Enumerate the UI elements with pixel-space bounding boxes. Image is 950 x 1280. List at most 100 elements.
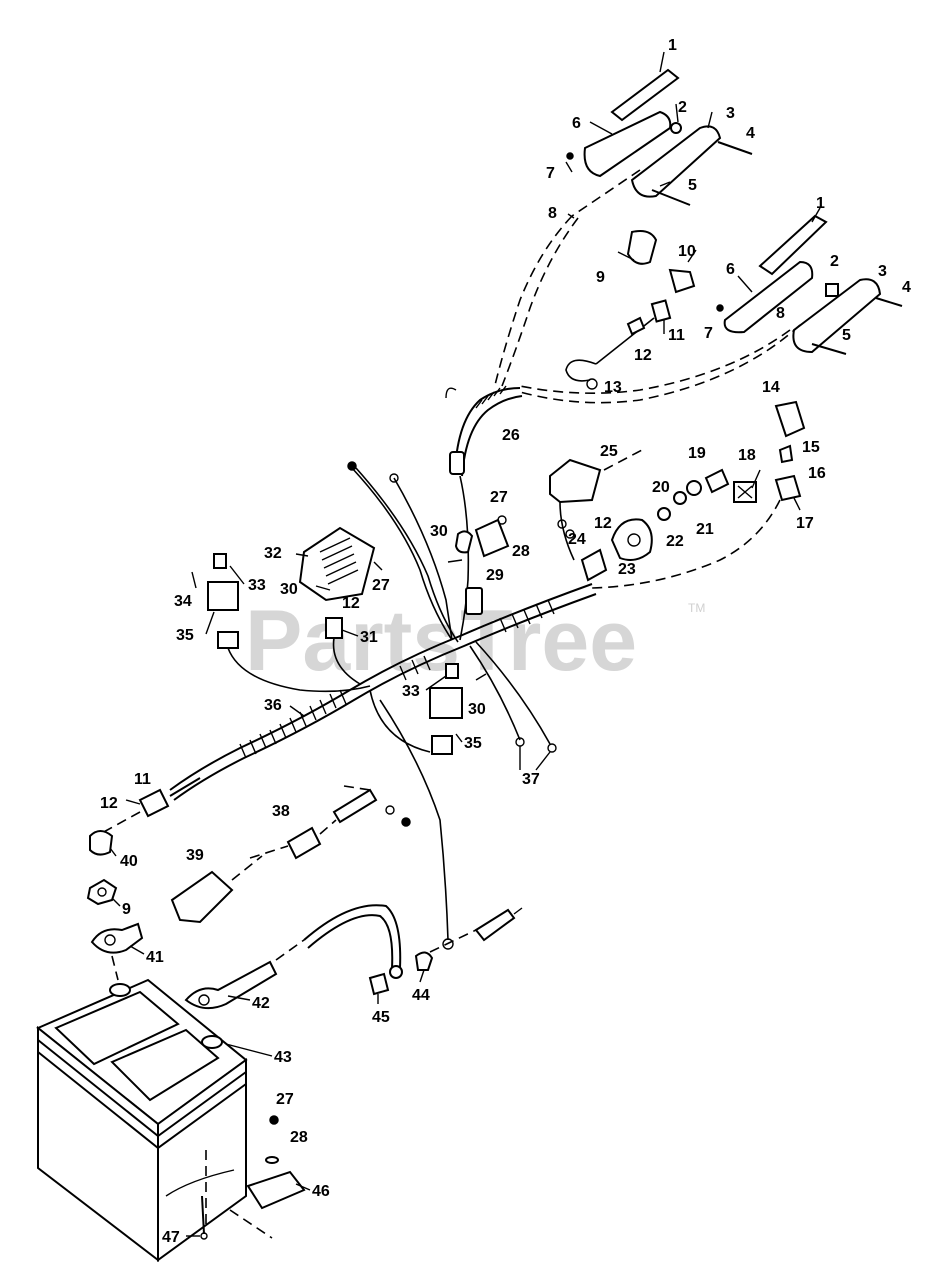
part-33-lower: [445, 663, 459, 679]
part-47-bolt: [201, 1195, 205, 1235]
callout-15: 15: [802, 439, 820, 456]
part-28-lower: [265, 1156, 279, 1164]
handlebar-assembly-upper: [566, 51, 753, 217]
watermark-text: PartsTree: [245, 593, 637, 689]
callout-26: 26: [502, 427, 520, 444]
callout-43: 43: [274, 1049, 292, 1066]
callout-28: 28: [512, 543, 530, 560]
part-24-plug: [580, 548, 608, 582]
callout-27: 27: [490, 489, 508, 506]
part-5-right: [811, 343, 847, 355]
callout-18: 18: [738, 447, 756, 464]
battery-terminal-neg: [201, 1035, 223, 1049]
callout-12: 12: [594, 515, 612, 532]
handlebar-assembly-right: [716, 207, 903, 355]
callout-5: 5: [688, 177, 697, 194]
battery-43: [36, 978, 248, 1263]
callout-31: 31: [360, 629, 378, 646]
callout-17: 17: [796, 515, 814, 532]
callout-2: 2: [830, 253, 839, 270]
part-11-12-lower: [138, 788, 170, 818]
part-35-relay-lower: [429, 687, 463, 719]
callout-32: 32: [264, 545, 282, 562]
callout-11: 11: [668, 327, 685, 344]
callout-40: 40: [120, 853, 138, 870]
harness-upper-trunk: [454, 387, 521, 471]
callout-27: 27: [276, 1091, 294, 1108]
leader-lines: [109, 161, 801, 1237]
part-25: [549, 458, 602, 504]
callout-2: 2: [678, 99, 687, 116]
callout-8: 8: [776, 305, 785, 322]
watermark-trademark: TM: [688, 601, 705, 615]
callout-21: 21: [696, 521, 714, 538]
callout-labels: 1 2 3 4 5 6 7 8 1 2 3 4 5 6 7 8 9 10 11 …: [100, 37, 911, 1246]
callout-30: 30: [280, 581, 298, 598]
callout-6: 6: [572, 115, 581, 132]
callout-41: 41: [146, 949, 164, 966]
part-19: [704, 468, 730, 494]
callout-1: 1: [668, 37, 677, 54]
part-40-switch: [89, 830, 114, 856]
part-14: [774, 400, 806, 438]
callout-22: 22: [666, 533, 684, 550]
part-26-sleeve: [449, 451, 465, 475]
callout-19: 19: [688, 445, 706, 462]
part-46-holddown: [246, 1170, 306, 1210]
callout-7: 7: [704, 325, 713, 342]
callout-23: 23: [618, 561, 636, 578]
part-34: [191, 571, 197, 589]
callout-12: 12: [100, 795, 118, 812]
part-7-upper: [566, 152, 574, 160]
part-30-upper: [447, 559, 463, 563]
part-12-terminal: [626, 316, 646, 336]
part-11-connector: [650, 299, 672, 323]
part-32-regulator: [298, 526, 383, 602]
callout-8: 8: [548, 205, 557, 222]
callout-47: 47: [162, 1229, 180, 1246]
callout-44: 44: [412, 987, 430, 1004]
callout-3: 3: [878, 263, 887, 280]
part-4-upper: [717, 141, 753, 155]
part-41-clamp: [90, 922, 144, 954]
part-29-bracket: [474, 518, 510, 558]
part-20: [686, 480, 702, 496]
part-30-mid: [315, 585, 331, 591]
switch-assembly-10: [617, 230, 696, 294]
part-38-fuse-holder: [249, 785, 411, 860]
part-36-main-harness: [169, 583, 593, 791]
callout-33: 33: [248, 577, 266, 594]
callout-1: 1: [816, 195, 825, 212]
part-35-relay-upper: [207, 581, 239, 611]
battery-terminal-pos: [109, 983, 131, 997]
callout-9: 9: [596, 269, 605, 286]
part-6-right: [723, 260, 814, 334]
callout-6: 6: [726, 261, 735, 278]
callout-13: 13: [604, 379, 622, 396]
part-9-upper: [617, 251, 635, 261]
callout-36: 36: [264, 697, 282, 714]
part-45: [368, 972, 390, 996]
callout-20: 20: [652, 479, 670, 496]
part-5-upper: [651, 189, 691, 206]
callout-12: 12: [634, 347, 652, 364]
part-39-boot: [170, 870, 234, 924]
part-15: [778, 444, 794, 464]
part-44-ground: [414, 951, 434, 971]
callout-30: 30: [468, 701, 486, 718]
part-2-upper: [670, 122, 682, 134]
callout-4: 4: [902, 279, 911, 296]
part-27-lower: [269, 1115, 279, 1125]
callout-30: 30: [430, 523, 448, 540]
callout-3: 3: [726, 105, 735, 122]
part-9-nut: [86, 878, 118, 906]
callout-27: 27: [372, 577, 390, 594]
part-13: [586, 378, 598, 390]
callout-29: 29: [486, 567, 504, 584]
part-21: [673, 491, 687, 505]
part-7-right: [716, 304, 724, 312]
callout-28: 28: [290, 1129, 308, 1146]
callout-12: 12: [342, 595, 360, 612]
part-1-right: [758, 214, 828, 276]
